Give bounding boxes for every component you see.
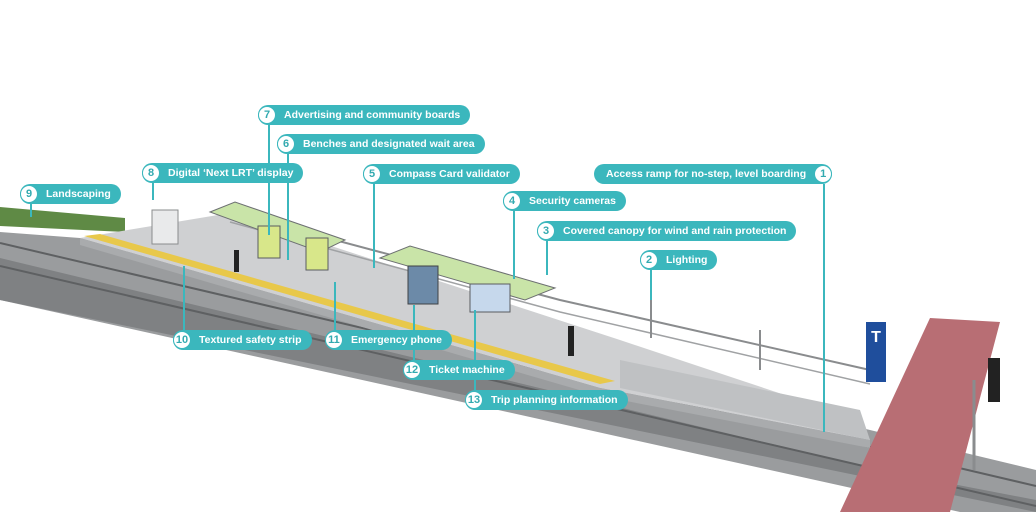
callout-benches: 6 Benches and designated wait area (277, 134, 485, 154)
callout-number: 6 (277, 135, 295, 153)
callout-number: 11 (325, 331, 343, 349)
station-sign-letter: T (871, 329, 881, 346)
callout-label: Compass Card validator (389, 168, 510, 180)
ad-board-2 (305, 237, 329, 271)
landscaping-strip (0, 207, 125, 232)
callout-ticket-machine: 12 Ticket machine (403, 360, 515, 380)
callout-label: Trip planning information (491, 394, 618, 406)
leader-6 (287, 154, 289, 260)
leader-9 (30, 203, 32, 217)
callout-covered-canopy: 3 Covered canopy for wind and rain prote… (537, 221, 797, 241)
callout-label: Security cameras (529, 195, 616, 207)
callout-label: Digital ‘Next LRT’ display (168, 167, 294, 179)
callout-next-lrt-display: 8 Digital ‘Next LRT’ display (142, 163, 304, 183)
callout-number: 10 (173, 331, 191, 349)
callout-landscaping: 9 Landscaping (20, 184, 121, 204)
ticket-machine-unit (407, 265, 439, 305)
callout-label: Landscaping (46, 188, 111, 200)
callout-number: 9 (20, 185, 38, 203)
leader-11 (334, 282, 336, 330)
callout-label: Access ramp for no-step, level boarding (606, 168, 807, 180)
callout-number: 13 (465, 391, 483, 409)
leader-10 (183, 266, 185, 330)
trip-info-board (469, 283, 511, 313)
railing-low (229, 221, 871, 385)
callout-label: Textured safety strip (199, 334, 302, 346)
callout-trip-planning-info: 13 Trip planning information (465, 390, 628, 410)
callout-label: Ticket machine (429, 364, 505, 376)
callout-emergency-phone: 11 Emergency phone (325, 330, 453, 350)
leader-3 (546, 241, 548, 275)
callout-label: Benches and designated wait area (303, 138, 475, 150)
callout-lighting: 2 Lighting (640, 250, 718, 270)
leader-13 (474, 310, 476, 390)
safety-strip (84, 234, 615, 384)
person-2 (568, 326, 574, 356)
callout-number: 12 (403, 361, 421, 379)
callout-access-ramp: Access ramp for no-step, level boarding … (594, 164, 833, 184)
callout-label: Covered canopy for wind and rain protect… (563, 225, 787, 237)
callout-number: 4 (503, 192, 521, 210)
station-sign (866, 322, 886, 382)
person-1 (234, 250, 239, 272)
display-shelter (151, 209, 179, 245)
callout-textured-safety-strip: 10 Textured safety strip (173, 330, 312, 350)
access-ramp-surface (620, 360, 870, 440)
callout-number: 1 (814, 165, 833, 183)
callout-number: 8 (142, 164, 160, 182)
callout-advertising-boards: 7 Advertising and community boards (258, 105, 471, 125)
callout-label: Emergency phone (351, 334, 443, 346)
callout-number: 5 (363, 165, 381, 183)
callout-number: 2 (640, 251, 658, 269)
crosswalk (840, 318, 1000, 512)
leader-4 (513, 211, 515, 279)
leader-8 (152, 183, 154, 200)
leader-2 (650, 270, 652, 300)
leader-5 (373, 184, 375, 268)
callout-label: Lighting (666, 254, 708, 266)
callout-number: 7 (258, 106, 276, 124)
callout-compass-card-validator: 5 Compass Card validator (363, 164, 520, 184)
platform-edge (80, 238, 870, 448)
callout-number: 3 (537, 222, 555, 240)
callout-label: Advertising and community boards (284, 109, 461, 121)
traffic-light (988, 358, 1000, 402)
leader-1 (823, 184, 825, 432)
callout-security-cameras: 4 Security cameras (503, 191, 626, 211)
